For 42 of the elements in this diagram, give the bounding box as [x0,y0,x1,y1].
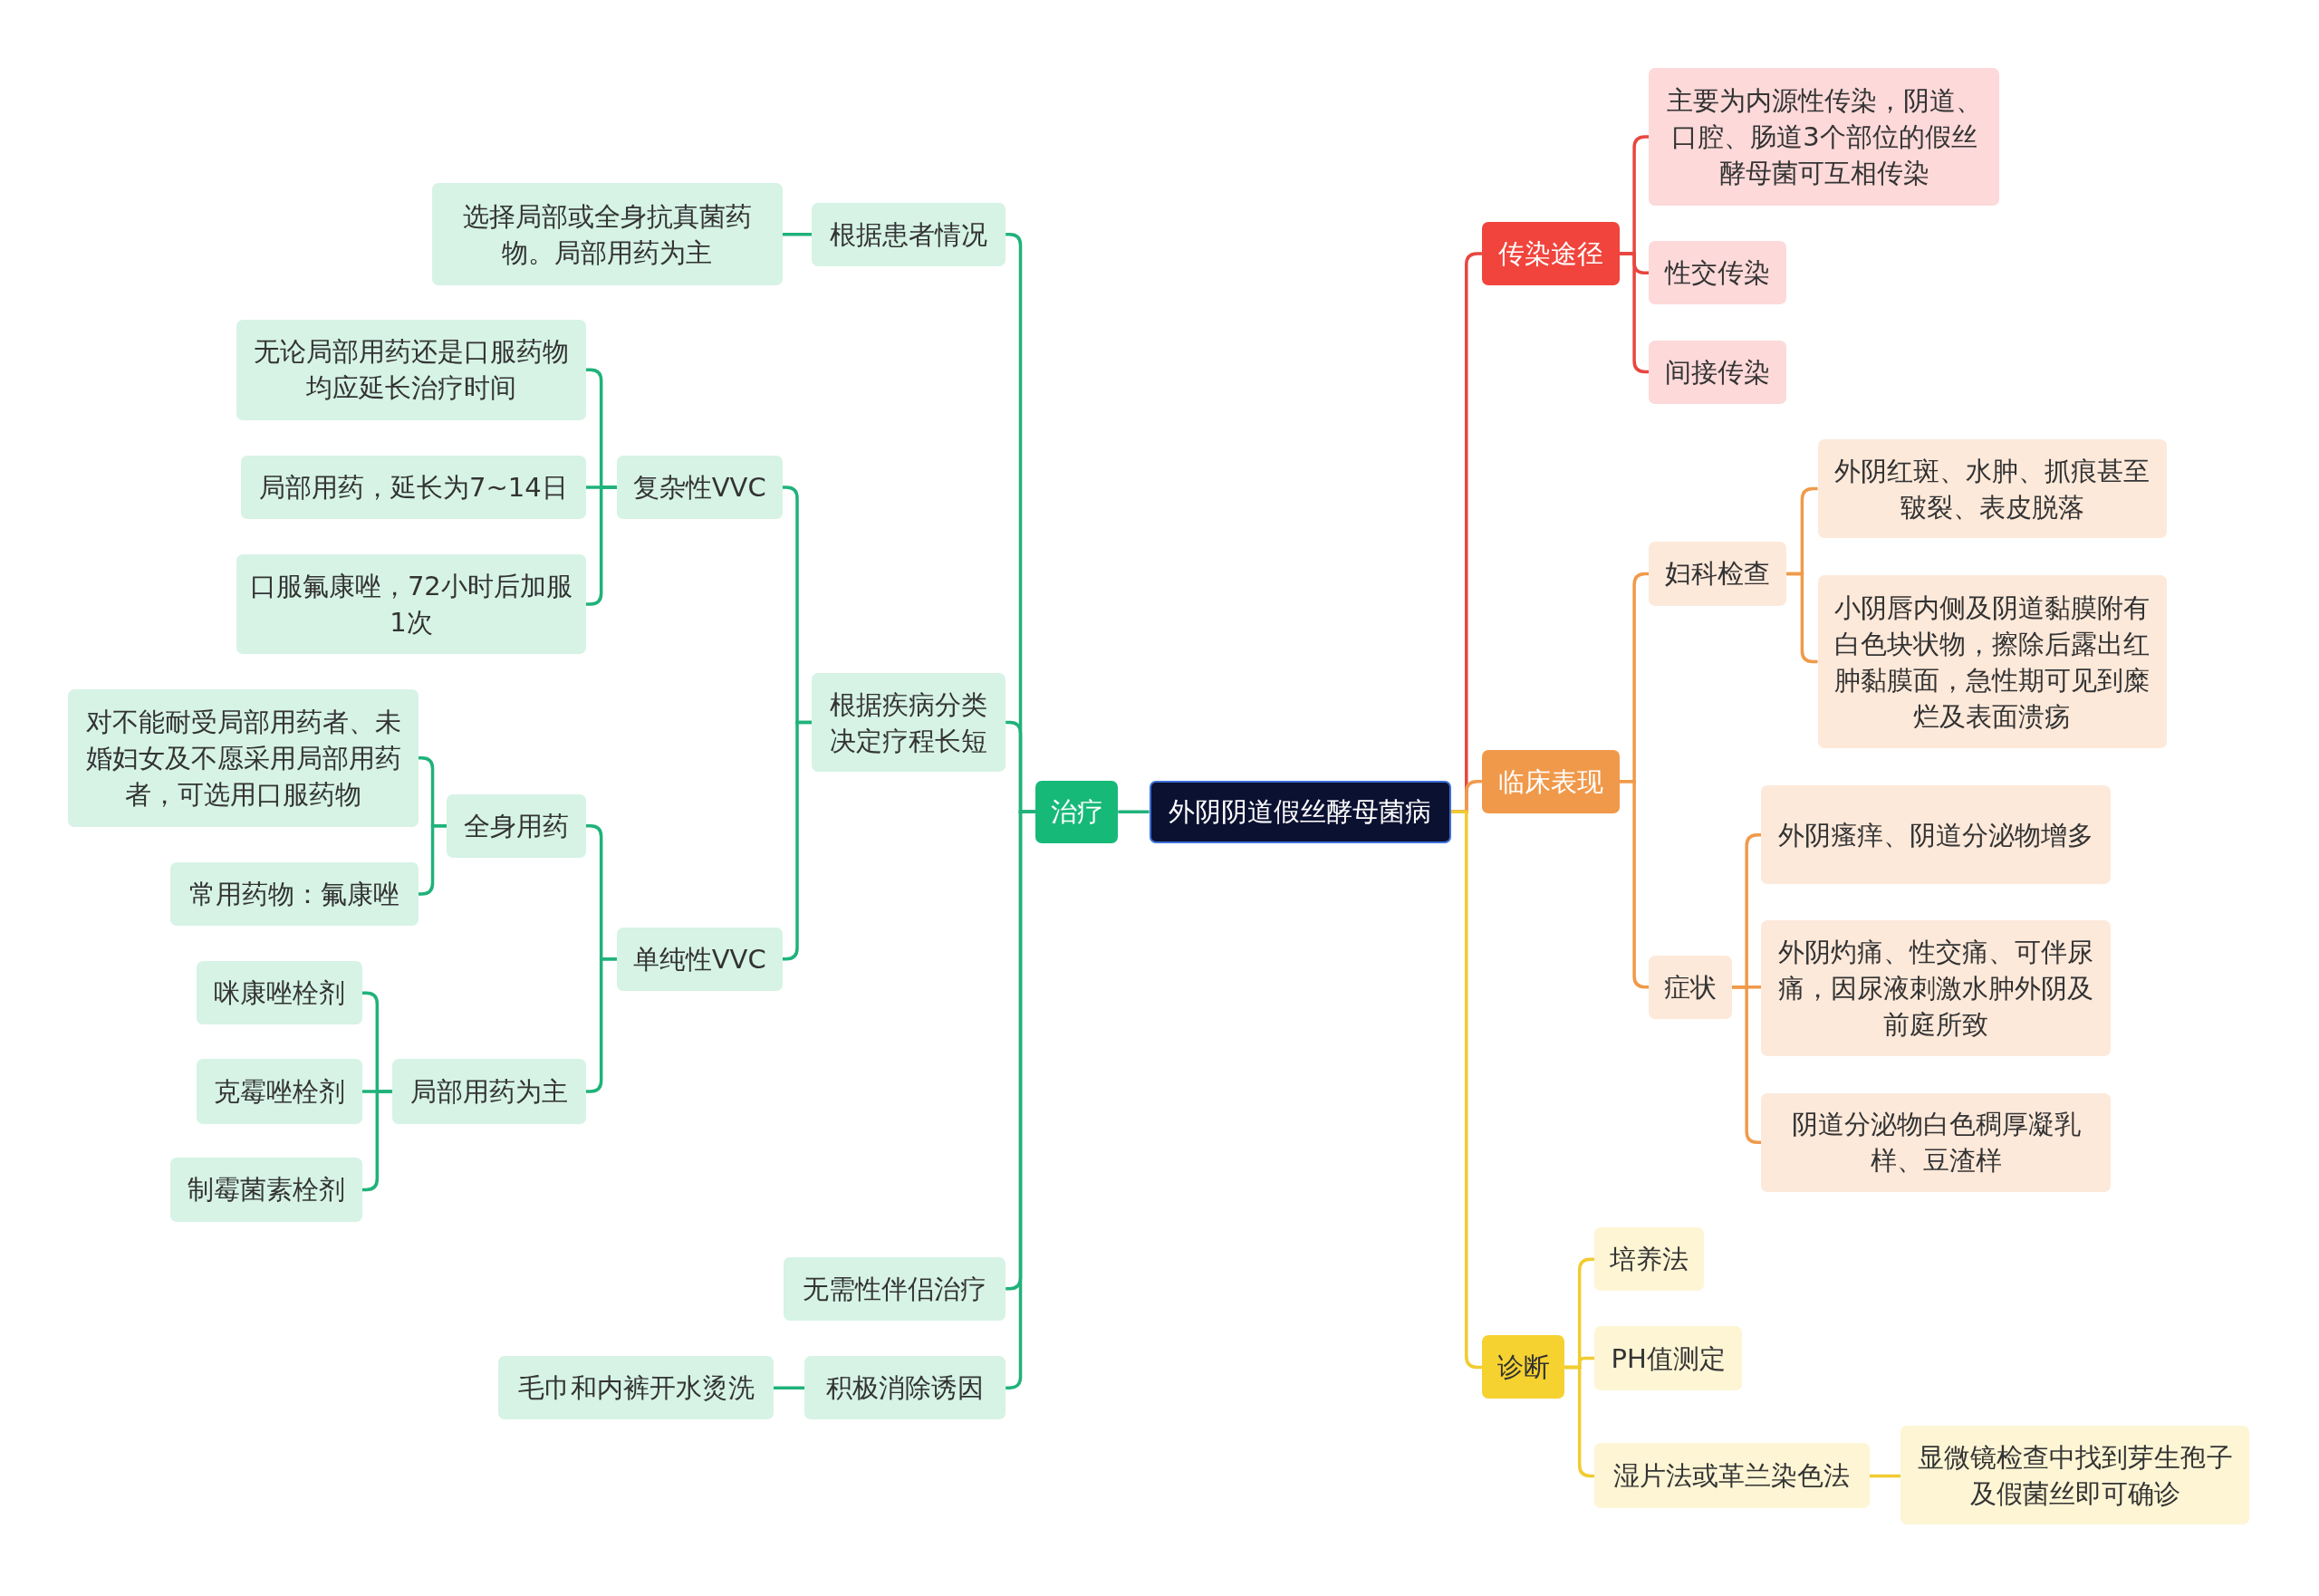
topic-box: 克霉唑栓剂 [197,1058,362,1124]
branch-box: 临床表现 [1481,749,1620,813]
topic-box: 积极消除诱因 [804,1356,1006,1420]
topic-box: 培养法 [1594,1227,1704,1292]
topic-box: 全身用药 [447,793,586,858]
connector-line [782,233,813,236]
connector-line [773,1386,805,1389]
topic-box: 根据患者情况 [812,202,1006,266]
topic-box: 常用药物：氟康唑 [169,861,419,927]
topic-box: 阴道分泌物白色稠厚凝乳样、豆渣样 [1761,1092,2111,1192]
topic-box: 性交传染 [1649,241,1787,305]
topic-box: 外阴瘙痒、阴道分泌物增多 [1761,784,2111,885]
connector-line [1118,810,1150,814]
topic-box: 局部用药，延长为7~14日 [241,455,586,520]
topic-box: 对不能耐受局部用药者、未婚妇女及不愿采用局部用药者，可选用口服药物 [68,688,419,827]
topic-box: 无论局部用药还是口服药物均应延长治疗时间 [236,319,586,420]
topic-box: 根据疾病分类决定疗程长短 [812,672,1006,773]
topic-box: 症状 [1649,955,1732,1019]
topic-box: 制霉菌素栓剂 [169,1158,362,1222]
topic-box: 间接传染 [1649,340,1787,404]
topic-box: 妇科检查 [1649,541,1787,607]
topic-box: 主要为内源性传染，阴道、口腔、肠道3个部位的假丝酵母菌可互相传染 [1649,68,2000,206]
connector-line [1869,1474,1900,1478]
central-topic-box: 外阴阴道假丝酵母菌病 [1149,781,1451,843]
topic-box: 无需性伴侣治疗 [784,1256,1006,1321]
topic-box: 局部用药为主 [391,1058,586,1124]
topic-box: 湿片法或革兰染色法 [1594,1443,1870,1509]
topic-box: 毛巾和内裤开水烫洗 [498,1356,774,1420]
connector-line [1731,985,1762,1144]
topic-box: 小阴唇内侧及阴道黏膜附有白色块状物，擦除后露出红肿黏膜面，急性期可见到糜烂及表面溃疡 [1817,575,2167,749]
topic-box: 外阴灼痛、性交痛、可伴尿痛，因尿液刺激水肿外阴及前庭所致 [1761,919,2111,1056]
branch-box: 传染途径 [1481,221,1620,286]
topic-box: 单纯性VVC [616,927,783,991]
topic-box: 复杂性VVC [616,455,783,520]
topic-box: 咪康唑栓剂 [197,961,362,1025]
topic-box: 选择局部或全身抗真菌药物。局部用药为主 [431,183,783,286]
topic-box: 外阴红斑、水肿、抓痕甚至皲裂、表皮脱落 [1817,438,2167,539]
topic-box: PH值测定 [1594,1326,1743,1390]
topic-box: 显微镜检查中找到芽生孢子及假菌丝即可确诊 [1900,1425,2250,1525]
branch-box: 诊断 [1481,1335,1565,1399]
topic-box: 口服氟康唑，72小时后加服1次 [236,554,586,654]
branch-box: 治疗 [1034,781,1119,843]
